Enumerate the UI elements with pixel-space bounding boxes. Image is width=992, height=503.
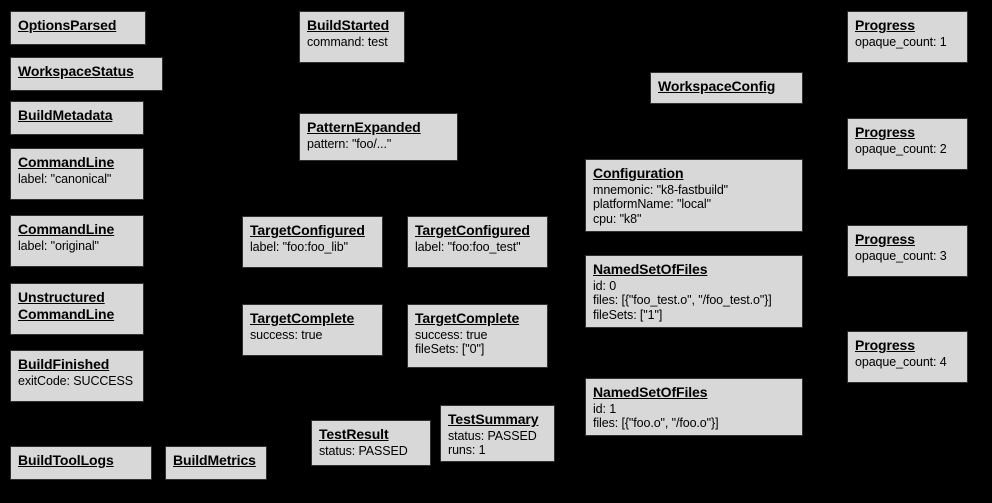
event-node-title: Progress	[855, 231, 915, 247]
event-node-unstructured-command-line[interactable]: Unstructured CommandLine	[10, 283, 144, 335]
event-node-fields: command: test	[307, 34, 388, 49]
event-node-title: TargetComplete	[415, 310, 520, 326]
event-node-fields: opaque_count: 2	[855, 141, 947, 156]
event-node-title: Progress	[855, 124, 915, 140]
event-node-fields: pattern: "foo/..."	[307, 136, 392, 151]
event-node-title: Progress	[855, 337, 915, 353]
event-node-fields: label: "foo:foo_lib"	[250, 239, 348, 254]
event-node-fields: opaque_count: 3	[855, 248, 947, 263]
event-node-title: NamedSetOfFiles	[593, 384, 708, 400]
event-node-title: Progress	[855, 17, 915, 33]
event-node-fields: id: 1 files: [{"foo.o", "/foo.o"}]	[593, 401, 719, 431]
event-node-build-tool-logs[interactable]: BuildToolLogs	[10, 446, 152, 480]
event-node-fields: label: "foo:foo_test"	[415, 239, 521, 254]
event-node-fields: status: PASSED runs: 1	[448, 428, 537, 458]
event-node-title: CommandLine	[18, 154, 115, 170]
event-node-fields: exitCode: SUCCESS	[18, 373, 134, 388]
event-node-fields: label: "canonical"	[18, 171, 112, 186]
event-node-workspace-status[interactable]: WorkspaceStatus	[10, 57, 163, 91]
event-node-title: NamedSetOfFiles	[593, 261, 708, 277]
event-node-title: TargetComplete	[250, 310, 355, 326]
event-node-workspace-config[interactable]: WorkspaceConfig	[650, 72, 803, 104]
event-node-build-metadata[interactable]: BuildMetadata	[10, 101, 144, 135]
event-node-build-metrics[interactable]: BuildMetrics	[165, 446, 267, 480]
event-node-title: TargetConfigured	[250, 222, 365, 238]
event-node-title: Configuration	[593, 165, 684, 181]
event-node-fields: success: true fileSets: ["0"]	[415, 327, 488, 357]
event-node-fields: opaque_count: 4	[855, 354, 947, 369]
event-node-title: BuildFinished	[18, 356, 110, 372]
event-node-fields: opaque_count: 1	[855, 34, 947, 49]
event-node-fields: mnemonic: "k8-fastbuild" platformName: "…	[593, 182, 729, 227]
event-node-title: TestSummary	[448, 411, 539, 427]
event-node-title: TargetConfigured	[415, 222, 530, 238]
event-node-title: CommandLine	[18, 221, 115, 237]
event-node-title: WorkspaceConfig	[658, 78, 776, 94]
event-node-title: BuildMetadata	[18, 107, 113, 123]
event-node-fields: label: "original"	[18, 238, 99, 253]
event-node-title: BuildStarted	[307, 17, 390, 33]
event-node-title: Unstructured CommandLine	[18, 289, 115, 322]
event-node-fields: status: PASSED	[319, 443, 408, 458]
event-node-title: BuildMetrics	[173, 452, 256, 468]
event-node-fields: success: true	[250, 327, 323, 342]
event-node-title: OptionsParsed	[18, 17, 117, 33]
event-node-title: PatternExpanded	[307, 119, 421, 135]
event-node-fields: id: 0 files: [{"foo_test.o", "/foo_test.…	[593, 278, 772, 323]
event-node-title: WorkspaceStatus	[18, 63, 134, 79]
event-node-title: TestResult	[319, 426, 389, 442]
event-node-options-parsed[interactable]: OptionsParsed	[10, 11, 146, 45]
event-node-title: BuildToolLogs	[18, 452, 114, 468]
